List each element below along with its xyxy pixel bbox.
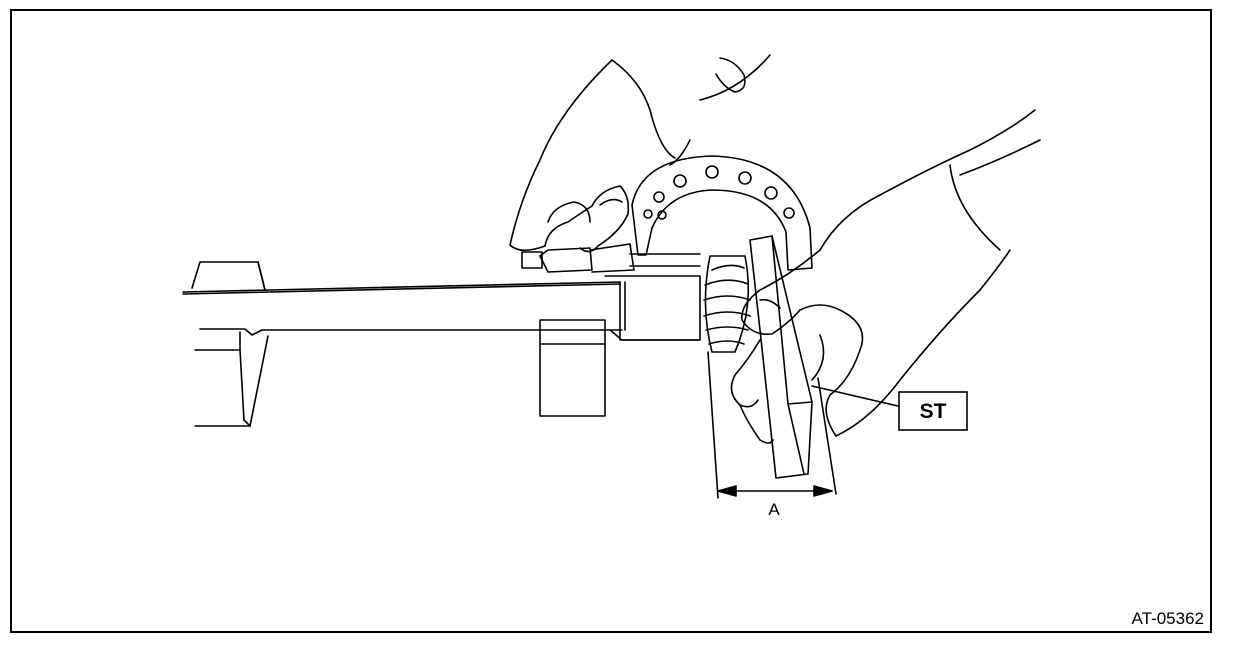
micrometer-frame (631, 155, 813, 271)
hub-housing (604, 275, 701, 341)
support-block-lower (194, 331, 269, 427)
st-label: ST (920, 400, 947, 423)
left-hand (509, 54, 771, 253)
support-block-upper (191, 261, 266, 291)
st-label-box (898, 391, 968, 431)
right-hand (730, 109, 1041, 444)
micrometer-spindle (521, 243, 701, 273)
dimension-a-label: A (768, 500, 780, 519)
gear (703, 255, 751, 353)
side-box (539, 319, 606, 417)
straight-edge-tool (749, 235, 813, 479)
dimension-a-lines (707, 351, 837, 499)
shaft (182, 281, 701, 341)
st-leader-line (811, 385, 899, 407)
figure-id: AT-05362 (1132, 609, 1204, 628)
figure-frame (10, 9, 1212, 633)
